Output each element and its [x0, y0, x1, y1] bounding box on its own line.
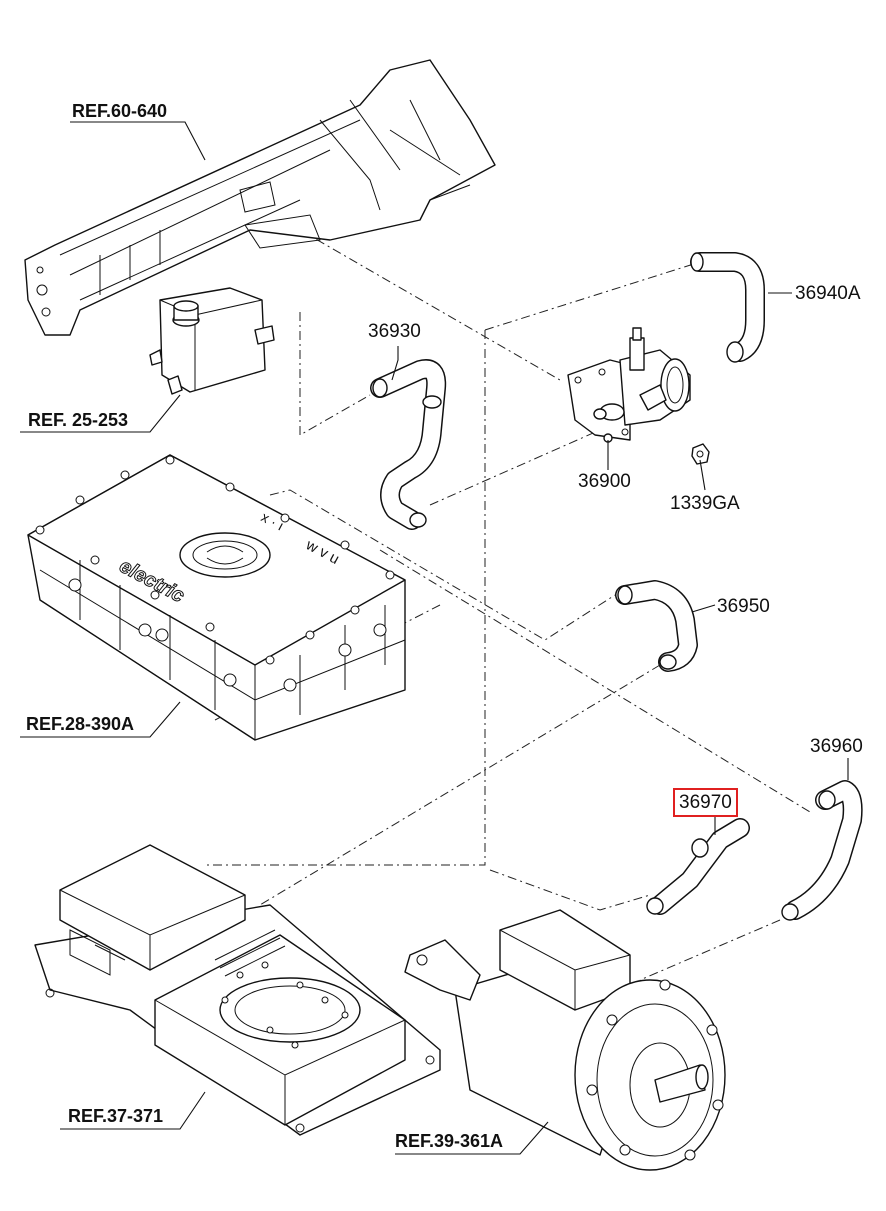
ref-37-371-label: REF.37-371 [68, 1106, 164, 1126]
leader-lines [20, 121, 849, 1155]
body-frame-rail [24, 59, 496, 336]
coolant-reservoir [149, 287, 275, 395]
phantom-lines [205, 229, 811, 981]
hose-36970 [646, 818, 750, 915]
part-36970-highlighted-label[interactable]: 36970 [673, 788, 738, 817]
power-electronics-box: electric x · ı w v u [27, 454, 406, 741]
electric-water-pump [567, 327, 710, 465]
charger-controller-assembly [34, 844, 441, 1136]
part-36950-label: 36950 [717, 596, 770, 617]
nut-1339ga [691, 443, 710, 465]
ref-39-361a-label: REF.39-361A [395, 1131, 504, 1151]
hose-36950 [615, 580, 698, 672]
hose-36930 [370, 359, 447, 530]
part-36960-label: 36960 [810, 736, 863, 757]
hose-36940a [690, 252, 765, 363]
ref-28-390a-label: REF.28-390A [26, 714, 135, 734]
traction-motor [404, 909, 726, 1171]
ref-60-640-label: REF.60-640 [72, 101, 168, 121]
part-36930-label: 36930 [368, 321, 421, 342]
part-36940a-label: 36940A [795, 283, 861, 304]
part-36900-label: 36900 [578, 471, 631, 492]
hose-36960 [781, 780, 863, 921]
part-1339ga-label: 1339GA [670, 493, 740, 514]
ref-25-253-label: REF. 25-253 [28, 410, 129, 430]
